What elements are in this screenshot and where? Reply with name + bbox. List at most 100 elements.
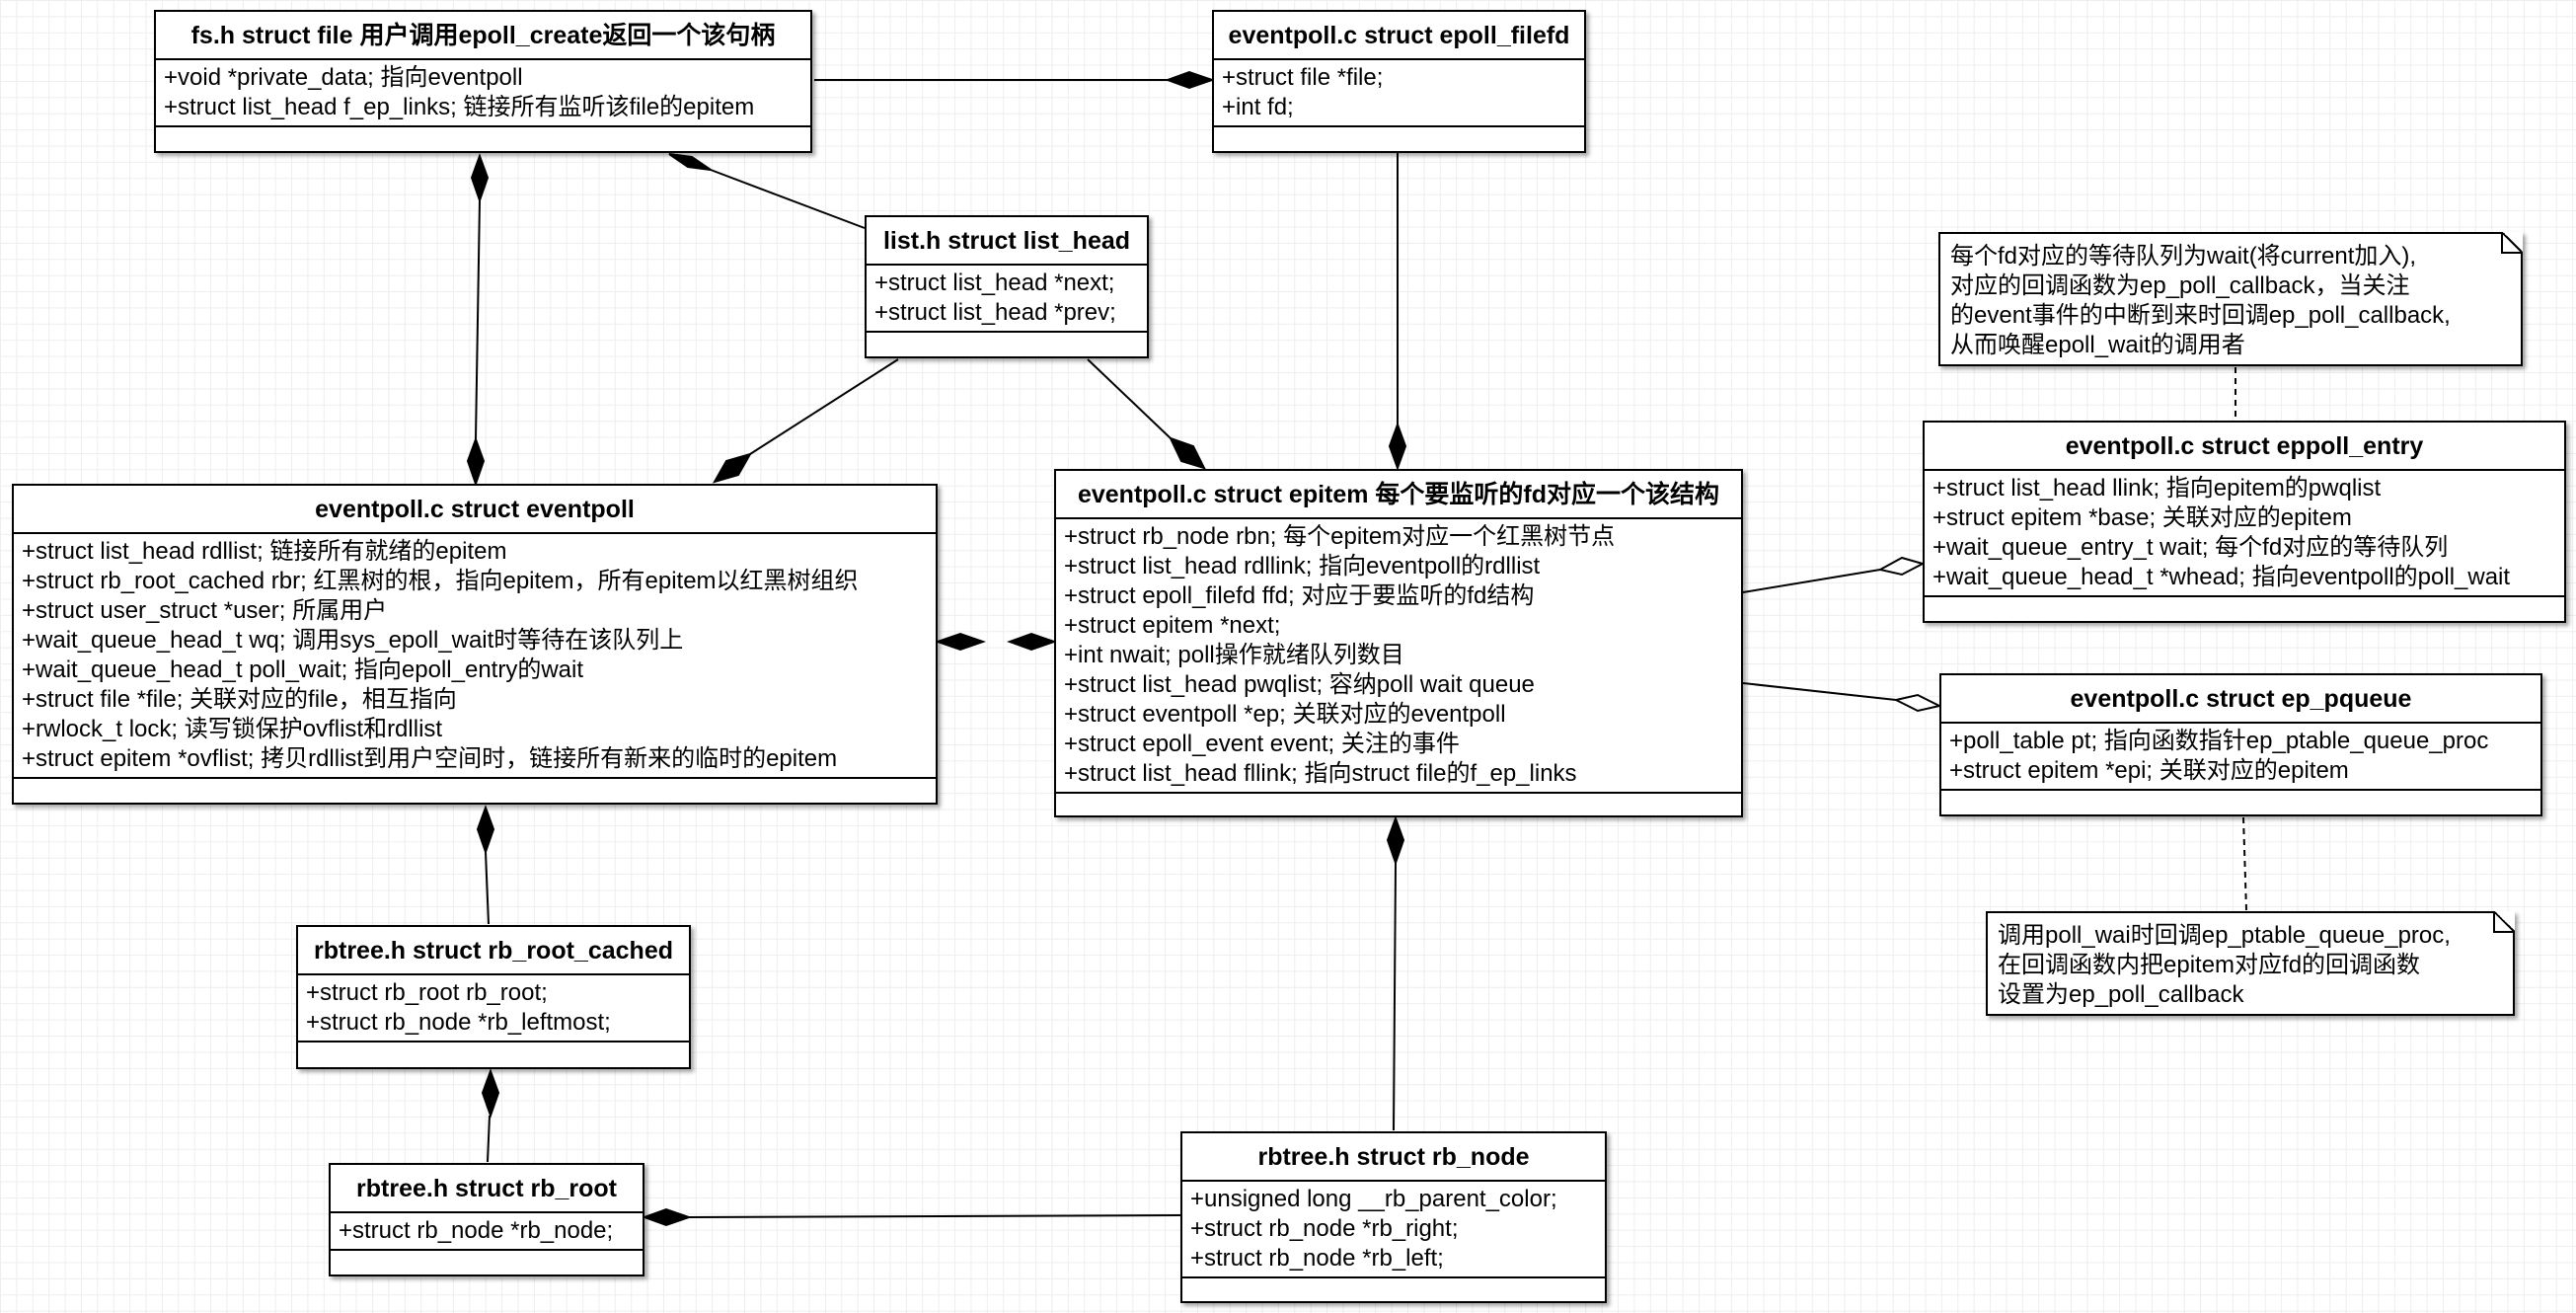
note-line: 在回调函数内把epitem对应fd的回调函数 — [1998, 952, 2421, 978]
diamond-epitem-bottom — [1386, 815, 1405, 867]
edge-file-listhead — [710, 169, 866, 229]
diamond-eventpoll-bottom — [476, 805, 495, 856]
class-rb-node[interactable]: rbtree.h struct rb_node +unsigned long _… — [1180, 1131, 1607, 1303]
hollow-diamond-entry — [1877, 556, 1926, 577]
field: +struct rb_root rb_root; — [306, 979, 548, 1006]
class-title: rbtree.h struct rb_root_cached — [298, 927, 689, 975]
diamond-eventpoll-top — [466, 436, 486, 488]
field: +struct rb_node *rb_left; — [1190, 1245, 1444, 1272]
class-epitem[interactable]: eventpoll.c struct epitem 每个要监听的fd对应一个该结… — [1054, 469, 1743, 817]
field: +struct list_head *next; — [874, 270, 1115, 296]
note-wait-queue[interactable]: 每个fd对应的等待队列为wait(将current加入), 对应的回调函数为ep… — [1938, 232, 2523, 366]
edge-eventpoll-rbcached — [485, 851, 490, 925]
edge-listhead-epitem — [1087, 358, 1172, 439]
field: +struct epitem *next; — [1064, 612, 1281, 639]
class-methods — [1056, 794, 1741, 806]
field: +unsigned long __rb_parent_color; — [1190, 1186, 1557, 1212]
class-fields: +struct list_head llink; 指向epitem的pwqlis… — [1925, 471, 2564, 597]
class-fields: +struct rb_root rb_root; +struct rb_node… — [298, 975, 689, 1043]
field: +struct list_head rdllink; 指向eventpoll的r… — [1064, 553, 1541, 579]
field: +struct list_head fllink; 指向struct file的… — [1064, 760, 1577, 787]
field: +int fd; — [1222, 94, 1294, 120]
note-line: 调用poll_wai时回调ep_ptable_queue_proc, — [1998, 922, 2451, 949]
class-methods — [867, 333, 1147, 345]
class-rb-root-cached[interactable]: rbtree.h struct rb_root_cached +struct r… — [296, 925, 691, 1069]
class-title: eventpoll.c struct eventpoll — [14, 486, 936, 534]
edge-listhead-eventpoll — [749, 358, 899, 455]
note-line: 每个fd对应的等待队列为wait(将current加入), — [1950, 243, 2417, 270]
diamond-file-bottom — [470, 153, 490, 204]
field: +struct rb_node *rb_leftmost; — [306, 1009, 611, 1036]
field: +struct rb_node rbn; 每个epitem对应一个红黑树节点 — [1064, 523, 1616, 550]
diamond-file-listhead — [668, 153, 712, 171]
diamond-epitem-left — [1007, 632, 1058, 652]
class-title: eventpoll.c struct epitem 每个要监听的fd对应一个该结… — [1056, 471, 1741, 519]
field: +struct eventpoll *ep; 关联对应的eventpoll — [1064, 701, 1506, 728]
diamond-eventpoll-listhead — [712, 452, 753, 484]
field: +int nwait; poll操作就绪队列数目 — [1064, 642, 1404, 668]
class-fields: +struct list_head *next; +struct list_he… — [867, 266, 1147, 333]
field: +struct rb_root_cached rbr; 红黑树的根，指向epit… — [22, 568, 859, 594]
field: +wait_queue_entry_t wait; 每个fd对应的等待队列 — [1932, 534, 2449, 561]
field: +struct user_struct *user; 所属用户 — [22, 597, 388, 624]
field: +struct rb_node *rb_node; — [339, 1217, 614, 1244]
field: +struct epitem *base; 关联对应的epitem — [1932, 504, 2352, 531]
class-methods — [1182, 1278, 1605, 1290]
diamond-filefd — [1165, 70, 1216, 90]
field: +struct rb_node *rb_right; — [1190, 1215, 1459, 1242]
class-eventpoll[interactable]: eventpoll.c struct eventpoll +struct lis… — [12, 484, 938, 805]
class-title: eventpoll.c struct ep_pqueue — [1941, 675, 2540, 724]
field: +void *private_data; 指向eventpoll — [164, 64, 523, 91]
field: +poll_table pt; 指向函数指针ep_ptable_queue_pr… — [1949, 728, 2489, 754]
note-fold-icon — [2493, 911, 2515, 933]
field: +struct list_head pwqlist; 容纳poll wait q… — [1064, 671, 1535, 698]
hollow-diamond-pqueue — [1893, 693, 1942, 713]
class-methods — [1941, 791, 2540, 803]
class-fields: +poll_table pt; 指向函数指针ep_ptable_queue_pr… — [1941, 724, 2540, 791]
field: +rwlock_t lock; 读写锁保护ovflist和rdllist — [22, 716, 443, 742]
diamond-rbroot-right — [642, 1207, 693, 1227]
class-methods — [1214, 127, 1584, 139]
field: +struct list_head llink; 指向epitem的pwqlis… — [1932, 475, 2382, 502]
diamond-rbcached-bottom — [481, 1068, 500, 1120]
note-fold-icon — [2501, 232, 2523, 254]
class-epoll-filefd[interactable]: eventpoll.c struct epoll_filefd +struct … — [1212, 10, 1586, 153]
class-methods — [331, 1251, 643, 1263]
field: +struct file *file; — [1222, 64, 1384, 91]
note-link-pqueue — [2242, 816, 2247, 911]
field: +struct epoll_filefd ffd; 对应于要监听的fd结构 — [1064, 582, 1535, 609]
note-pqueue[interactable]: 调用poll_wai时回调ep_ptable_queue_proc, 在回调函数… — [1986, 911, 2515, 1016]
diamond-epitem-top — [1388, 422, 1407, 471]
field: +struct epitem *epi; 关联对应的epitem — [1949, 757, 2349, 784]
field: +struct list_head f_ep_links; 链接所有监听该fil… — [164, 94, 755, 120]
class-fields: +struct list_head rdllist; 链接所有就绪的epitem… — [14, 534, 936, 779]
class-title: list.h struct list_head — [867, 217, 1147, 266]
class-eppoll-entry[interactable]: eventpoll.c struct eppoll_entry +struct … — [1923, 421, 2566, 623]
class-title: fs.h struct file 用户调用epoll_create返回一个该句柄 — [156, 12, 810, 60]
edge-epitem-pqueue — [1742, 682, 1897, 701]
class-title: eventpoll.c struct epoll_filefd — [1214, 12, 1584, 60]
class-methods — [1925, 597, 2564, 609]
note-line: 对应的回调函数为ep_poll_callback，当关注 — [1950, 272, 2410, 299]
note-line: 的event事件的中断到来时回调ep_poll_callback, — [1950, 302, 2451, 329]
class-ep-pqueue[interactable]: eventpoll.c struct ep_pqueue +poll_table… — [1939, 673, 2542, 816]
class-fields: +struct file *file; +int fd; — [1214, 60, 1584, 127]
class-fs-file[interactable]: fs.h struct file 用户调用epoll_create返回一个该句柄… — [154, 10, 812, 153]
class-list-head[interactable]: list.h struct list_head +struct list_hea… — [865, 215, 1149, 358]
note-line: 设置为ep_poll_callback — [1998, 981, 2244, 1008]
class-title: eventpoll.c struct eppoll_entry — [1925, 423, 2564, 471]
class-fields: +void *private_data; 指向eventpoll +struct… — [156, 60, 810, 127]
class-title: rbtree.h struct rb_root — [331, 1165, 643, 1213]
class-methods — [14, 779, 936, 791]
class-methods — [298, 1043, 689, 1054]
class-fields: +struct rb_node *rb_node; — [331, 1213, 643, 1251]
field: +struct epitem *ovflist; 拷贝rdllist到用户空间时… — [22, 745, 838, 772]
diamond-epitem-listhead — [1169, 436, 1206, 470]
class-rb-root[interactable]: rbtree.h struct rb_root +struct rb_node … — [329, 1163, 644, 1276]
class-methods — [156, 127, 810, 139]
field: +struct list_head rdllist; 链接所有就绪的epitem — [22, 538, 507, 565]
class-fields: +struct rb_node rbn; 每个epitem对应一个红黑树节点 +… — [1056, 519, 1741, 794]
class-fields: +unsigned long __rb_parent_color; +struc… — [1182, 1182, 1605, 1278]
edge-rbcached-rbroot — [487, 1115, 491, 1163]
